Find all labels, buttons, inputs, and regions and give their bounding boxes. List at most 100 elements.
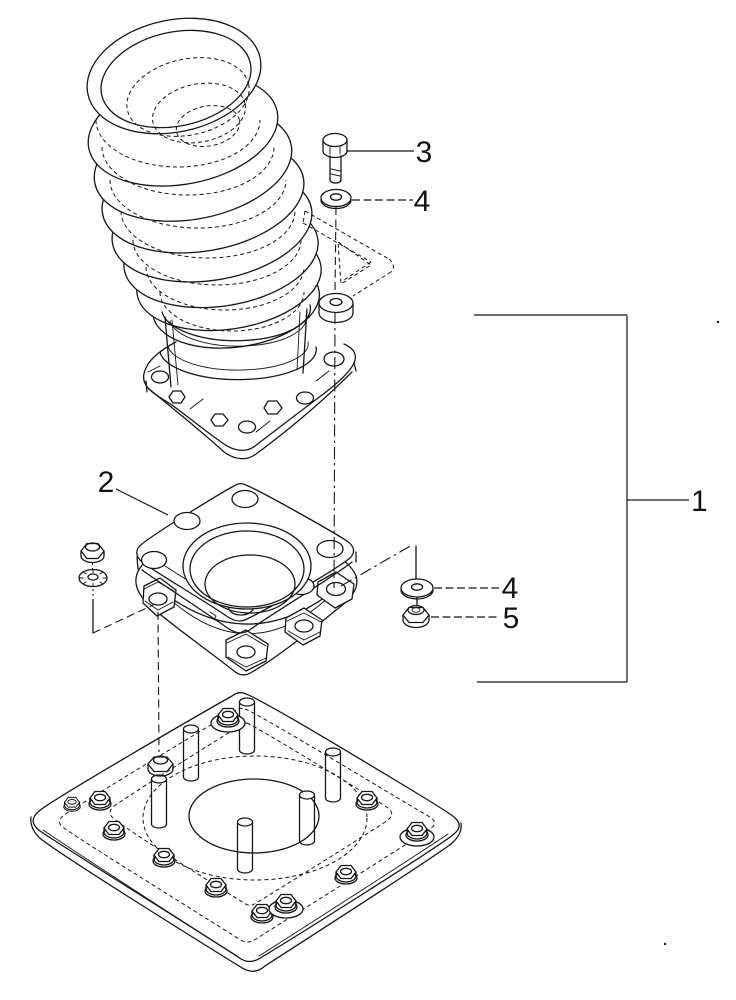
callout-label-4-right: 4 xyxy=(502,572,519,605)
plate-bevel-line xyxy=(42,829,238,957)
washer-hole xyxy=(87,573,99,581)
bracket-boss-hole xyxy=(329,297,343,307)
bolt-tip xyxy=(329,179,342,184)
flange-ring-2 xyxy=(135,482,358,676)
flange-bolt-hole xyxy=(295,391,315,405)
flange-collar-arc xyxy=(159,346,317,381)
centerline-right-diagonal xyxy=(340,544,413,587)
callout-label-2: 2 xyxy=(98,466,115,499)
stud xyxy=(150,774,168,829)
cast-hex-boss xyxy=(168,390,186,404)
plate-bevel-line xyxy=(258,833,449,957)
nut-flange xyxy=(147,768,174,777)
washer-hole xyxy=(329,193,343,201)
plate-bottom-edge xyxy=(30,816,462,972)
plate-hex-bolt xyxy=(102,820,126,841)
plate-hex-bolt xyxy=(63,796,81,812)
bellows-fold xyxy=(145,266,305,311)
flange-bolt-hole xyxy=(237,420,257,434)
plate-thickness-edge xyxy=(136,556,139,570)
ring-lug-hole xyxy=(294,619,314,633)
ring-bolt-hole xyxy=(140,550,168,570)
nut-top xyxy=(152,755,169,765)
callout-label-3: 3 xyxy=(416,136,433,169)
ring-lug-rib xyxy=(286,612,322,641)
plate-hex-bolt xyxy=(88,790,112,811)
centerline-bolt-axis xyxy=(333,311,336,589)
bracket-edge xyxy=(343,261,372,281)
washer-4-top xyxy=(320,188,352,210)
plate-ring-outer xyxy=(142,755,368,881)
flange-bolt-hole xyxy=(323,351,345,367)
stud xyxy=(182,724,200,782)
callout-label-4-top: 4 xyxy=(414,185,431,218)
print-speck xyxy=(716,320,720,324)
print-speck xyxy=(663,942,667,946)
bellows-rim-lip xyxy=(100,29,252,129)
flange-collar-arc xyxy=(167,341,309,371)
bracket-vertex xyxy=(388,258,394,273)
bracket-edge xyxy=(304,210,390,260)
leader-2 xyxy=(115,488,169,516)
bracket-edge xyxy=(352,271,392,297)
ring-lug-hole xyxy=(325,581,347,597)
nut-top-hole xyxy=(411,607,421,613)
plate-notch xyxy=(209,611,217,621)
bellows-inner-convolution xyxy=(126,57,250,137)
washer-thickness xyxy=(400,589,434,600)
bellows-fold xyxy=(95,119,261,168)
flange-thickness-edge xyxy=(145,380,148,393)
cylinder-left-edge xyxy=(164,316,172,388)
cylinder-right-edge xyxy=(302,308,308,374)
clamp-band-edge xyxy=(169,314,307,347)
plate-hex-bolt xyxy=(204,877,228,898)
nut-side xyxy=(402,614,430,621)
mounting-bracket xyxy=(302,210,394,324)
cylinder-wall-line xyxy=(171,319,179,386)
bolt-head-bottom xyxy=(322,150,348,159)
cast-hex-boss xyxy=(263,400,283,415)
nut-side xyxy=(147,763,174,770)
bellows-fold xyxy=(109,179,287,229)
bellows-inner-convolution xyxy=(152,82,246,144)
bellows-fold xyxy=(101,146,275,196)
stud xyxy=(298,790,316,846)
bracket-cutout xyxy=(337,240,372,285)
flange-thickness-edge xyxy=(353,362,357,372)
bellows-boot xyxy=(86,17,322,349)
washer-serrations xyxy=(78,569,108,587)
bracket-edge xyxy=(302,222,372,263)
ring-front-arc xyxy=(159,585,341,625)
bracket-boss-bottom xyxy=(318,312,354,324)
washer-4-right xyxy=(400,578,434,600)
nut-flange xyxy=(80,555,105,564)
ring-bore-chamfer xyxy=(189,530,305,608)
plate-ring-inner xyxy=(188,778,320,854)
hex-bolt-3 xyxy=(322,132,348,184)
bracket-end xyxy=(302,210,306,224)
cast-hex-boss xyxy=(210,413,229,427)
centerline-bolt-upper xyxy=(334,206,337,295)
bellows-inner-convolution xyxy=(175,105,241,147)
plate-hex-bolt xyxy=(152,847,176,868)
callout-1-bracket xyxy=(474,314,689,683)
locknut-left xyxy=(80,542,105,564)
plate-hex-bolt xyxy=(334,864,358,885)
flange-bolt-hole xyxy=(150,370,170,384)
ring-lug-hole xyxy=(236,645,256,659)
bellows-fold xyxy=(120,210,296,259)
plate-hex-bolt xyxy=(355,790,379,811)
ring-lug-hole xyxy=(148,592,168,606)
cylinder-wall-line xyxy=(296,311,301,371)
bolt-shank xyxy=(329,155,342,181)
nut-top xyxy=(407,604,425,616)
ring-bore-bottom xyxy=(204,554,296,614)
bracket-boss-side xyxy=(318,303,354,314)
nut-flange xyxy=(402,619,430,629)
ring-bolt-hole xyxy=(316,539,344,559)
upper-flange xyxy=(142,341,357,460)
flange-outline xyxy=(142,341,357,451)
centerline-left-diagonal xyxy=(92,604,154,634)
centerline-right-vertical xyxy=(415,545,418,607)
